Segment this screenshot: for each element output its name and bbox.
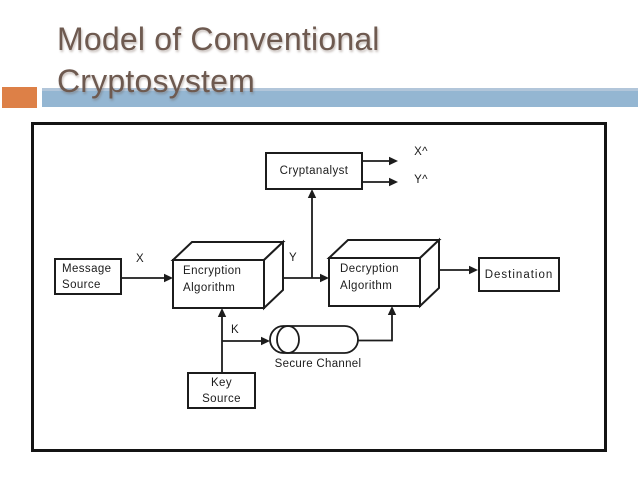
- decryption-cube-front: [328, 257, 421, 307]
- arrowheads: [164, 156, 478, 346]
- ciphertext-y-label: Y: [289, 252, 297, 264]
- encryption-line2: Algorithm: [183, 281, 236, 294]
- slide-title-line1: Model of Conventional: [57, 21, 380, 57]
- arrowhead-into-decryption: [320, 273, 329, 283]
- key-source-box: Key Source: [187, 372, 256, 409]
- key-k-label: K: [231, 324, 239, 336]
- arrowhead-into-decryption-bottom: [387, 306, 397, 315]
- arrowhead-xhat: [389, 156, 398, 166]
- message-source-line1: Message: [62, 262, 112, 275]
- message-source-line2: Source: [62, 278, 101, 291]
- cryptanalyst-box: Cryptanalyst: [265, 152, 363, 190]
- key-source-line1: Key: [210, 376, 233, 389]
- message-source-box: Message Source: [54, 258, 122, 295]
- arrowhead-yhat: [389, 177, 398, 187]
- encryption-algorithm-label: Encryption Algorithm: [183, 263, 241, 296]
- arrowhead-into-encryption: [164, 273, 173, 283]
- cryptanalyst-label: Cryptanalyst: [279, 165, 349, 177]
- decryption-algorithm-label: Decryption Algorithm: [340, 261, 399, 294]
- y-hat-label: Y^: [414, 174, 428, 186]
- encryption-cube-front: [172, 259, 265, 309]
- arrowhead-into-destination: [469, 265, 478, 275]
- line-securechannel-to-decryption: [358, 315, 393, 342]
- slide-title: Model of Conventional Cryptosystem: [57, 18, 380, 102]
- x-hat-label: X^: [414, 146, 428, 158]
- arrowhead-into-securechannel: [261, 336, 270, 346]
- accent-blue-bar: [42, 88, 638, 107]
- key-source-line2: Source: [202, 392, 241, 405]
- cylinder-body: [269, 325, 359, 354]
- cylinder-end-cap: [276, 325, 300, 354]
- plaintext-x-label: X: [136, 253, 144, 265]
- decryption-cube: [326, 237, 442, 309]
- encryption-cube: [170, 239, 286, 311]
- destination-label: Destination: [484, 268, 554, 281]
- slide-title-line2: Cryptosystem: [57, 63, 255, 99]
- encryption-line1: Encryption: [183, 265, 242, 277]
- decryption-line1: Decryption: [340, 263, 399, 275]
- arrowhead-into-cryptanalyst: [307, 189, 317, 198]
- arrowhead-key-into-encryption: [217, 308, 227, 317]
- decryption-line2: Algorithm: [340, 279, 393, 292]
- connector-lines: [121, 160, 469, 372]
- accent-orange-square: [2, 87, 37, 108]
- secure-channel-label: Secure Channel: [274, 358, 362, 370]
- destination-box: Destination: [478, 257, 560, 292]
- secure-channel-cylinder: [269, 325, 359, 354]
